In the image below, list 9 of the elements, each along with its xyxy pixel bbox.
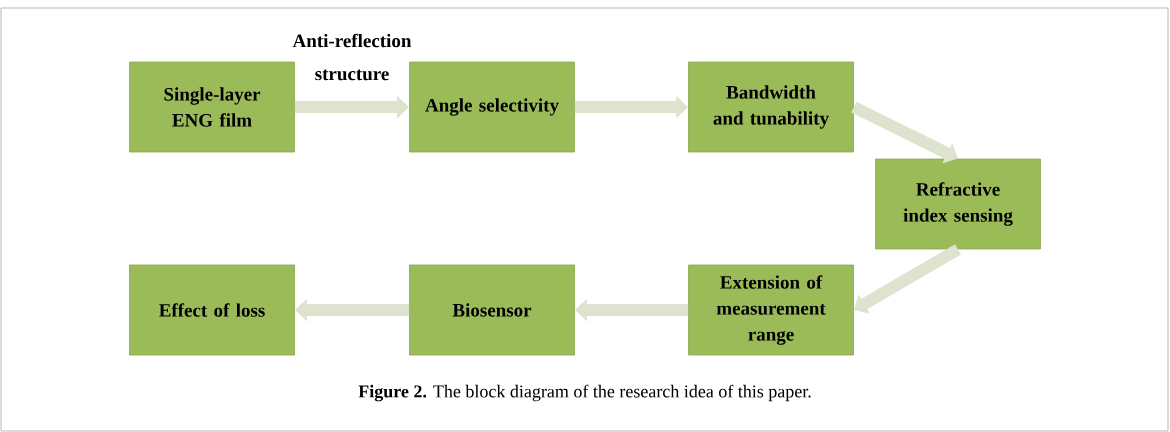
process-box: Single-layer ENG film — [129, 61, 295, 153]
process-box: Effect of loss — [129, 264, 295, 356]
edge-label: Anti-reflection structure — [292, 33, 412, 81]
process-box: Angle selectivity — [409, 61, 575, 153]
process-box: Extension of measurement range — [688, 264, 854, 356]
caption: Figure 2. The block diagram of the research idea of this paper. — [358, 384, 811, 402]
process-box: Refractive index sensing — [875, 158, 1041, 250]
process-box: Bandwidth and tunability — [688, 61, 854, 153]
process-box: Biosensor — [409, 264, 575, 356]
